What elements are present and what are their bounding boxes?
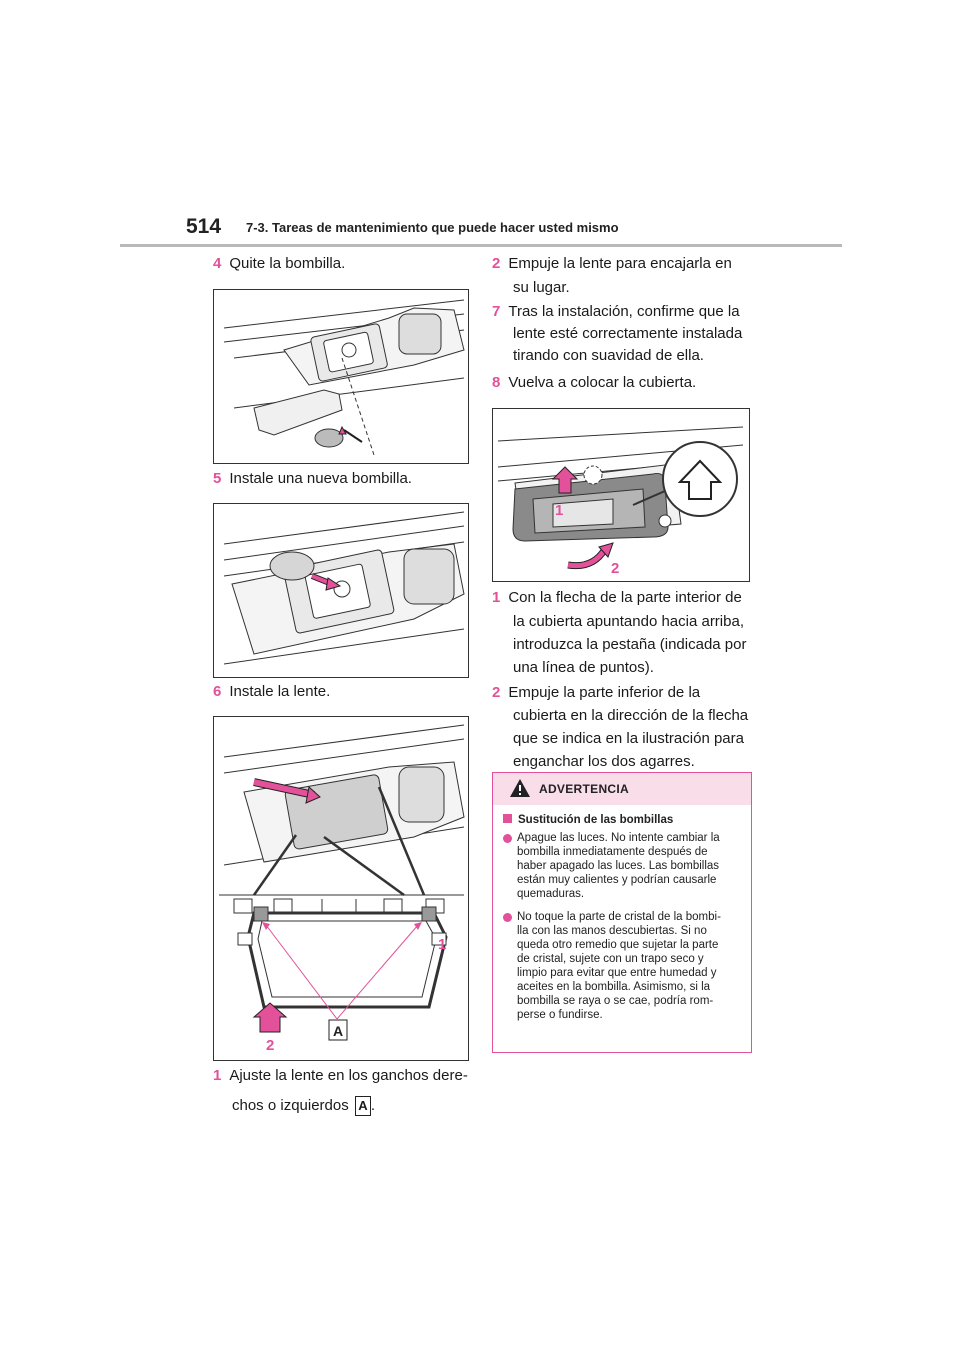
bullet-dot-icon	[503, 834, 512, 843]
cover-step-2-l4: enganchar los dos agarres.	[513, 749, 695, 775]
figure-remove-bulb	[213, 289, 469, 464]
fig4-label-1: 1	[555, 502, 563, 519]
fig3-label-1: 1	[438, 936, 446, 953]
bullet-dot-icon	[503, 913, 512, 922]
step-line: una línea de puntos).	[513, 659, 654, 676]
step-number: 2	[492, 684, 501, 701]
warning-bullet-1: Apague las luces. No intente cambiar la …	[503, 831, 741, 901]
step-number: 5	[213, 470, 222, 487]
warning-line: haber apagado las luces. Las bombillas	[517, 860, 720, 872]
cover-step-1-l2: la cubierta apuntando hacia arriba,	[513, 609, 744, 635]
substep-2: 2 Empuje la lente para encajarla en	[492, 251, 732, 277]
step-line: Con la flecha de la parte interior de	[508, 589, 742, 606]
step-line: Ajuste la lente en los ganchos dere-	[229, 1067, 468, 1084]
step-line: que se indica en la ilustración para	[513, 730, 744, 747]
warning-line: quemaduras.	[517, 888, 585, 900]
substep-2-cont: su lugar.	[513, 275, 570, 301]
step-line: tirando con suavidad de ella.	[513, 347, 704, 364]
cover-step-1: 1 Con la flecha de la parte interior de	[492, 585, 742, 611]
warning-line: No toque la parte de cristal de la bombi…	[517, 911, 721, 923]
step-line: la cubierta apuntando hacia arriba,	[513, 613, 744, 630]
step-line: chos o izquierdos	[232, 1097, 349, 1114]
warning-header: ADVERTENCIA	[493, 773, 751, 805]
step-line: introduzca la pestaña (indicada por	[513, 636, 747, 653]
warning-heading-text: Sustitución de las bombillas	[518, 814, 674, 826]
warning-line: bombilla se raya o se cae, podría rom-	[517, 995, 714, 1007]
step-line: enganchar los dos agarres.	[513, 753, 695, 770]
step-text: Quite la bombilla.	[229, 255, 346, 272]
warning-line: están muy calientes y podrían causarle	[517, 874, 717, 886]
warning-triangle-icon	[510, 779, 530, 797]
cover-step-2-l2: cubierta en la dirección de la flecha	[513, 703, 748, 729]
step-line: su lugar.	[513, 279, 570, 296]
step-number: 2	[492, 255, 501, 272]
cover-step-2-l3: que se indica en la ilustración para	[513, 726, 744, 752]
page-number: 514	[186, 215, 222, 238]
figure-replace-cover: 1 2	[492, 408, 750, 582]
figure-install-bulb	[213, 503, 469, 678]
step-number: 1	[492, 589, 501, 606]
step-line: Empuje la lente para encajarla en	[508, 255, 732, 272]
step-number: 6	[213, 683, 222, 700]
warning-line: bombilla inmediatamente después de	[517, 846, 708, 858]
step-line: Empuje la parte inferior de la	[508, 684, 701, 701]
step-7-line3: tirando con suavidad de ella.	[513, 343, 704, 369]
cover-step-1-l4: una línea de puntos).	[513, 655, 654, 681]
step-4: 4 Quite la bombilla.	[213, 251, 345, 277]
step-6: 6 Instale la lente.	[213, 679, 330, 705]
cover-step-2: 2 Empuje la parte inferior de la	[492, 680, 700, 706]
step-number: 1	[213, 1067, 222, 1084]
warning-line: lla con las manos descubiertas. Si no	[517, 925, 707, 937]
substep-1-left: 1 Ajuste la lente en los ganchos dere-	[213, 1063, 468, 1089]
warning-body: Sustitución de las bombillas Apague las …	[493, 805, 751, 1022]
warning-line: Apague las luces. No intente cambiar la	[517, 832, 720, 844]
substep-1-left-cont: chos o izquierdos A.	[232, 1093, 375, 1119]
step-number: 8	[492, 374, 501, 391]
warning-line: limpio para evitar que entre humedad y	[517, 967, 717, 979]
fig3-label-a: A	[333, 1023, 343, 1039]
warning-line: de cristal, sujete con un trapo seco y	[517, 953, 704, 965]
warning-line: queda otro remedio que sujetar la parte	[517, 939, 719, 951]
warning-line: perse o fundirse.	[517, 1009, 603, 1021]
step-line: cubierta en la dirección de la flecha	[513, 707, 749, 724]
label-a-box: A	[354, 1096, 371, 1117]
warning-box: ADVERTENCIA Sustitución de las bombillas…	[492, 772, 752, 1053]
step-7-line2: lente esté correctamente instalada	[513, 321, 742, 347]
step-text: Instale la lente.	[229, 683, 331, 700]
step-text: Instale una nueva bombilla.	[229, 470, 412, 487]
step-5: 5 Instale una nueva bombilla.	[213, 466, 412, 492]
warning-bullet-2: No toque la parte de cristal de la bombi…	[503, 910, 741, 1022]
cover-step-1-l3: introduzca la pestaña (indicada por	[513, 632, 746, 658]
fig3-label-2: 2	[266, 1037, 274, 1054]
step-8: 8 Vuelva a colocar la cubierta.	[492, 370, 696, 396]
figure-install-lens: 1 2 A	[213, 716, 469, 1061]
step-line: lente esté correctamente instalada	[513, 325, 743, 342]
square-bullet-icon	[503, 814, 512, 823]
step-line: Tras la instalación, confirme que la	[508, 303, 740, 320]
header-rule	[120, 244, 842, 247]
fig4-label-2: 2	[611, 560, 619, 577]
warning-title: ADVERTENCIA	[539, 782, 629, 796]
step-7: 7 Tras la instalación, confirme que la	[492, 299, 740, 325]
step-number: 7	[492, 303, 501, 320]
step-text: Vuelva a colocar la cubierta.	[508, 374, 697, 391]
step-number: 4	[213, 255, 222, 272]
step-end: .	[370, 1097, 376, 1114]
warning-heading: Sustitución de las bombillas	[503, 813, 741, 827]
warning-line: aceites en la bombilla. Asimismo, si la	[517, 981, 711, 993]
section-title: 7-3. Tareas de mantenimiento que puede h…	[246, 220, 619, 235]
